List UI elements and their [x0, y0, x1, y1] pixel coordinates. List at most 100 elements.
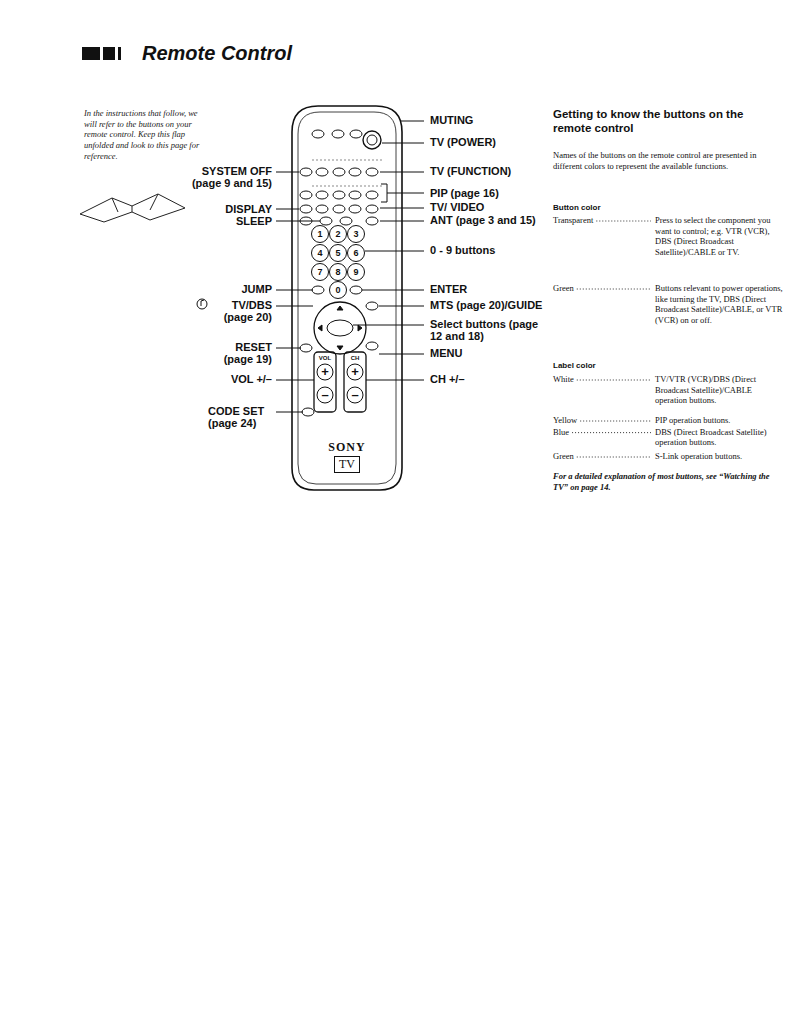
title-bar: [82, 47, 100, 60]
key-number: 5: [331, 247, 345, 259]
remote-button: [333, 191, 345, 199]
remote-button: [366, 342, 378, 350]
leader-line: [379, 354, 424, 355]
leader-line: [380, 221, 424, 222]
callout-label: TV (POWER): [430, 136, 496, 148]
number-key: [312, 264, 329, 281]
description: TV/VTR (VCR)/DBS (Direct Broadcast Satel…: [655, 374, 783, 406]
key-number: 2: [331, 228, 345, 240]
badge-text: TV: [335, 457, 359, 471]
vol-plus-button: [317, 364, 333, 380]
ch-rocker: [344, 352, 366, 412]
number-key: [330, 226, 347, 243]
number-key: [348, 226, 365, 243]
ch-minus-button: [347, 387, 363, 403]
callout-label: VOL +/–: [231, 373, 272, 385]
select-pad: [314, 302, 366, 354]
remote-button: [300, 191, 312, 199]
dot-leader: [596, 221, 651, 222]
pip-bracket: [381, 184, 424, 202]
leader-line: [276, 348, 301, 349]
remote-button: [312, 286, 324, 294]
remote-body: [197, 106, 402, 490]
section-heading: Getting to know the buttons on the remot…: [553, 108, 781, 136]
remote-button: [333, 205, 345, 213]
title-bar: [103, 47, 115, 60]
key-number: 6: [349, 247, 363, 259]
description: S-Link operation buttons.: [655, 451, 783, 462]
dot-leader: [580, 421, 651, 422]
spacer: [385, 185, 386, 186]
remote-button: [350, 286, 362, 294]
remote-button: [366, 191, 378, 199]
leader-line: [366, 380, 424, 381]
tv-dbs-icon: [197, 299, 207, 309]
callout-label: TV (FUNCTION): [430, 165, 511, 177]
subheading: Label color: [553, 361, 596, 371]
model-badge: TV: [334, 456, 360, 473]
remote-button: [300, 344, 312, 352]
remote-button: [333, 168, 345, 176]
number-key: [348, 264, 365, 281]
footnote: For a detailed explanation of most butto…: [553, 471, 779, 492]
callout-label: SYSTEM OFF (page 9 and 15): [177, 165, 272, 189]
remote-button: [349, 191, 361, 199]
power-button: [363, 131, 381, 149]
term: Transparent: [553, 215, 593, 226]
subheading: Button color: [553, 203, 601, 213]
dot-leader: [572, 432, 651, 433]
callout-label: SLEEP: [236, 215, 272, 227]
callout-label: CH +/–: [430, 373, 465, 385]
select-arrows: [318, 306, 362, 350]
key-number: 4: [313, 247, 327, 259]
leader-line: [380, 172, 424, 173]
dot-leader: [577, 457, 651, 458]
remote-button: [300, 168, 312, 176]
title-bars: [82, 47, 121, 60]
leader-line: [276, 172, 299, 173]
rocker-label: CH: [347, 355, 363, 362]
remote-button: [316, 168, 328, 176]
callout-label: PIP (page 16): [430, 187, 499, 199]
number-key: [330, 245, 347, 262]
key-number: 9: [349, 266, 363, 278]
rocker-sign: –: [348, 388, 362, 402]
body-text: Names of the buttons on the remote contr…: [553, 150, 777, 171]
callout-label: DISPLAY: [225, 203, 272, 215]
flap-icon: [80, 194, 185, 222]
number-key: [330, 282, 347, 299]
leader-line: [362, 290, 424, 291]
remote-button: [366, 205, 378, 213]
remote-button: [320, 217, 332, 225]
vol-minus-button: [317, 387, 333, 403]
term: Blue: [553, 427, 569, 438]
rocker-sign: +: [318, 365, 332, 379]
leader-line: [382, 143, 424, 144]
remote-button: [366, 168, 378, 176]
leader-line: [276, 306, 313, 307]
dot-leaders: [572, 221, 651, 457]
callout-label: TV/DBS (page 20): [208, 299, 272, 323]
callout-label: CODE SET (page 24): [208, 405, 272, 429]
callout-label: RESET (page 19): [208, 341, 272, 365]
function-rule: [312, 160, 382, 186]
rocker-label: VOL: [317, 355, 333, 362]
leader-lines: [276, 121, 424, 412]
key-number: 7: [313, 266, 327, 278]
title-bar: [118, 47, 121, 60]
rocker-sign: +: [348, 365, 362, 379]
leader-line: [276, 221, 320, 222]
remote-button: [350, 130, 362, 138]
page-title: Remote Control: [142, 42, 292, 65]
number-key: [312, 226, 329, 243]
description: PIP operation buttons.: [655, 415, 783, 426]
remote-button: [312, 130, 324, 138]
key-number: 3: [349, 228, 363, 240]
power-button-ring: [367, 135, 377, 145]
remote-button: [300, 205, 312, 213]
intro-note: In the instructions that follow, we will…: [84, 108, 204, 161]
leader-line: [400, 121, 424, 122]
leader-line: [276, 290, 313, 291]
callout-label: MUTING: [430, 114, 473, 126]
